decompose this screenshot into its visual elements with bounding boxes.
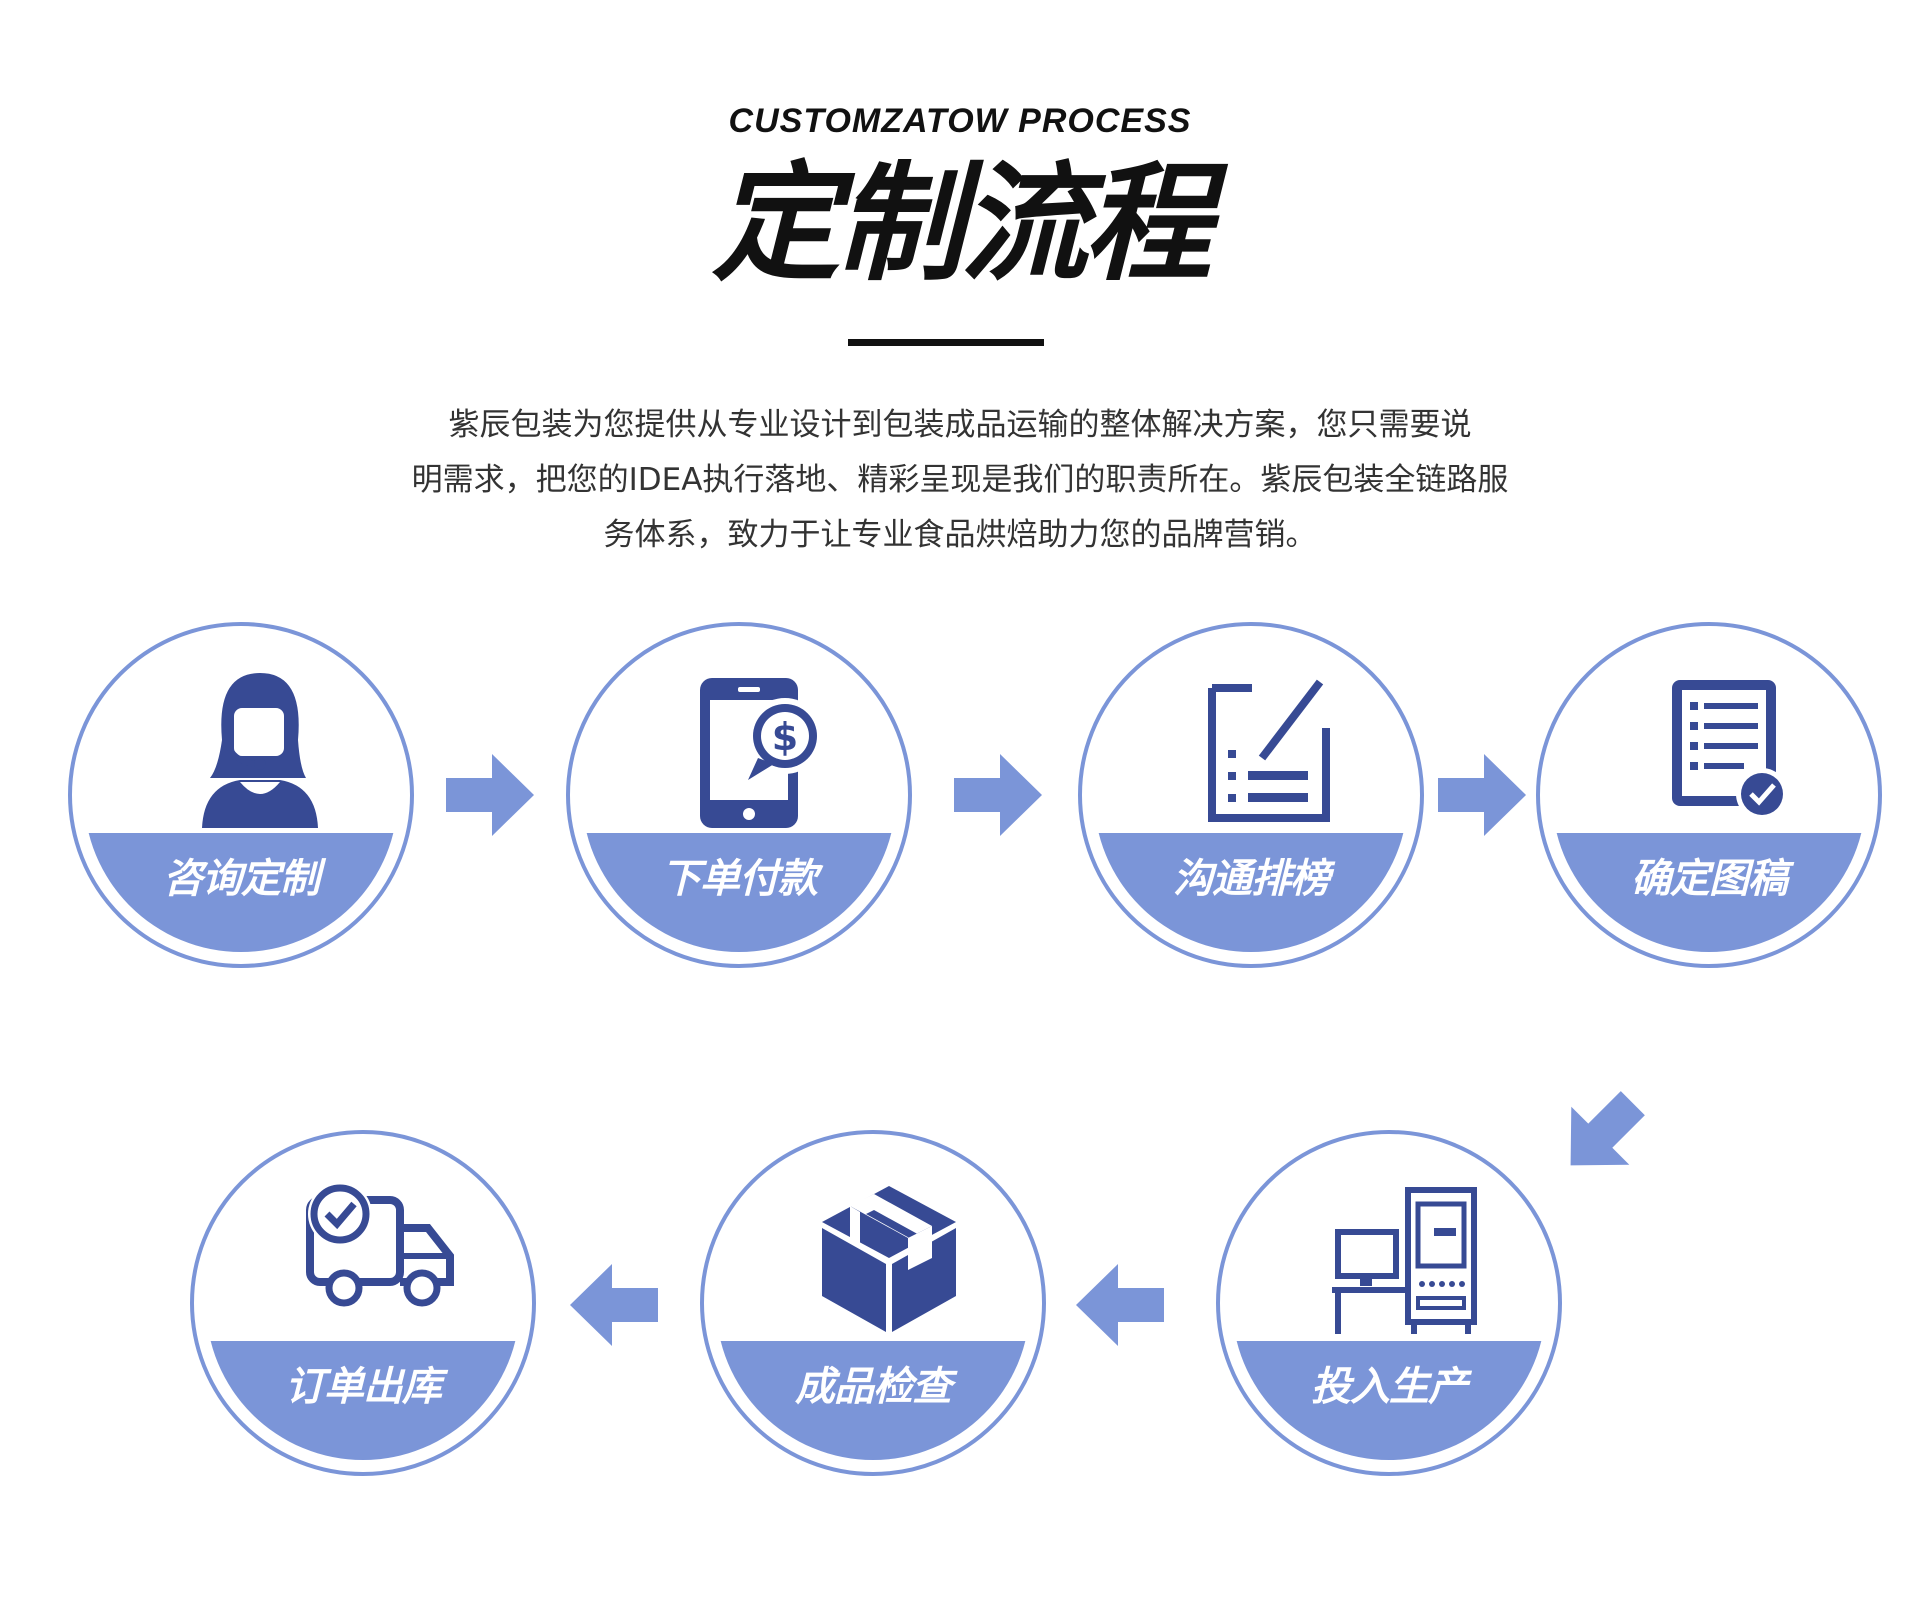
package-box-icon [822,1186,956,1332]
label-band [1094,833,1408,952]
description-line-1: 紫辰包装为您提供从专业设计到包装成品运输的整体解决方案，您只需要说 [448,407,1472,443]
subtitle-english: CUSTOMZATOW PROCESS [728,102,1192,140]
page-title: 定制流程 [711,150,1212,299]
step-consult: 咨询定制 [68,622,414,968]
step-production: 投入生产 [1216,1130,1562,1476]
label-band [206,1341,520,1460]
arrow-left-icon [570,1264,658,1346]
step-label: 下单付款 [661,856,818,902]
step-label: 成品检查 [795,1364,952,1410]
customer-service-icon [202,673,318,828]
step-label: 沟通排榜 [1173,856,1330,902]
step-label: 咨询定制 [163,856,320,902]
description-line-2: 明需求，把您的IDEA执行落地、精彩呈现是我们的职责所在。紫辰包装全链路服 [411,462,1509,498]
label-band [582,833,896,952]
title-divider [848,339,1044,346]
arrow-right-icon [954,754,1042,836]
production-machine-icon [1332,1187,1477,1334]
description-line-3: 务体系，致力于让专业食品烘焙助力您的品牌营销。 [603,517,1317,553]
document-approved-icon [1672,680,1788,820]
arrow-left-icon [1076,1264,1164,1346]
step-shipment: 订单出库 [190,1130,536,1476]
step-label: 投入生产 [1311,1364,1468,1410]
arrow-down-left-icon [1570,1091,1645,1166]
step-order-payment: $ 下单付款 [566,622,912,968]
arrow-right-icon [446,754,534,836]
label-band [716,1341,1030,1460]
step-communication: 沟通排榜 [1078,622,1424,968]
description: 紫辰包装为您提供从专业设计到包装成品运输的整体解决方案，您只需要说 明需求，把您… [360,398,1560,563]
svg-text:$: $ [772,715,798,759]
label-band [84,833,398,952]
step-label: 订单出库 [285,1364,442,1410]
delivery-truck-icon [306,1182,454,1307]
mobile-payment-icon: $ [700,678,823,828]
label-band [1232,1341,1546,1460]
arrow-right-icon [1438,754,1526,836]
checklist-edit-icon [1208,679,1330,822]
step-inspection: 成品检查 [700,1130,1046,1476]
step-label: 确定图稿 [1631,856,1788,902]
step-confirm-design: 确定图稿 [1536,622,1882,968]
label-band [1552,833,1866,952]
